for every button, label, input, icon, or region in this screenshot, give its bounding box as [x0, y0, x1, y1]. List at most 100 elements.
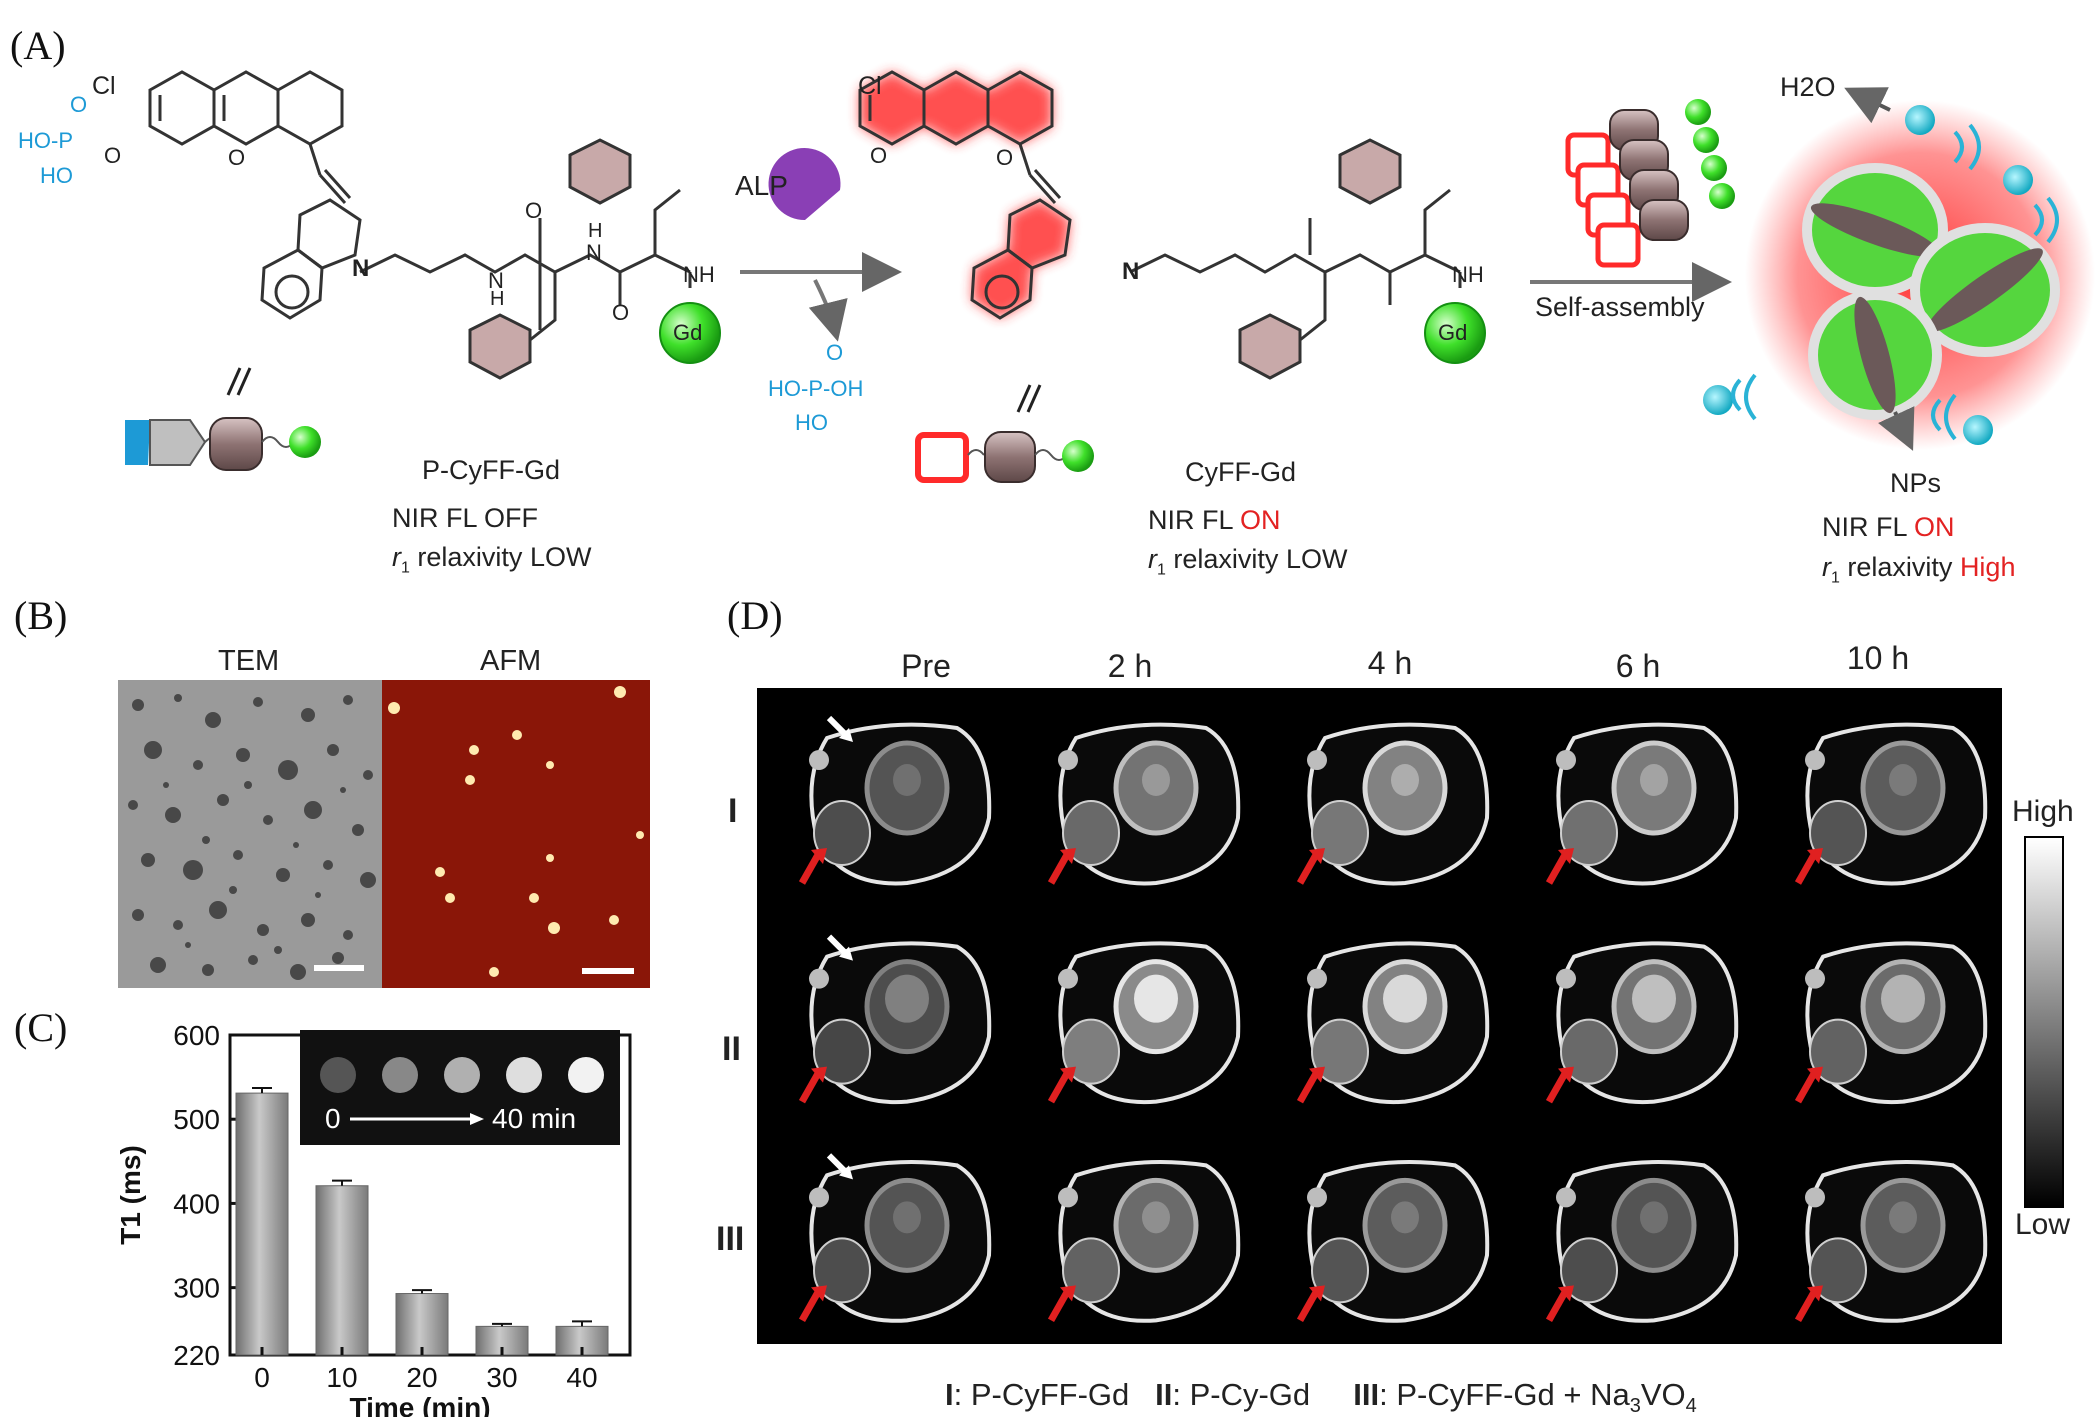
amide-h-2: H: [588, 220, 603, 242]
mri-slice-r3-c2: [1047, 1160, 1241, 1323]
compound3-name: NPs: [1890, 468, 1942, 498]
mri-slice-r2-c2: [1047, 941, 1241, 1105]
y-tick-label-4: 220: [173, 1340, 220, 1371]
gd-label-1: Gd: [673, 320, 703, 345]
bar-0: [235, 1092, 289, 1356]
y-axis-label: T1 (ms): [115, 1145, 146, 1245]
inset-tube-1: [382, 1057, 418, 1093]
y-tick-label-3: 300: [173, 1273, 220, 1304]
y-tick-label-1: 500: [173, 1104, 220, 1135]
cl-label-1: Cl: [92, 72, 116, 100]
gd-label-2: Gd: [1438, 320, 1468, 345]
mri-slice-r3-c5: [1794, 1160, 1988, 1323]
compound3-r1: r1 relaxivity High: [1822, 552, 2016, 587]
xanthene-o-2: O: [996, 145, 1014, 170]
compound3-fl: NIR FL ON: [1822, 512, 1955, 542]
y-tick-label-0: 600: [173, 1020, 220, 1051]
phenyl-rings-2: [1238, 138, 1402, 380]
free-phosphate-ho-p-oh: HO-P-OH: [768, 376, 864, 401]
compound1-fl: NIR FL OFF: [392, 503, 539, 533]
compound1-name: P-CyFF-Gd: [422, 455, 560, 485]
y-tick-label-2: 400: [173, 1188, 220, 1219]
h2o-label: H2O: [1780, 72, 1836, 102]
afm-image: [382, 680, 650, 988]
mri-slice-r3-c4: [1545, 1160, 1739, 1323]
colorbar-low: Low: [2015, 1208, 2071, 1241]
mri-col-pre: Pre: [901, 648, 951, 684]
x-tick-label-20: 20: [406, 1362, 437, 1393]
phosphate-o-bridge: O: [104, 143, 122, 168]
phosphate-ho: HO: [40, 163, 73, 188]
molecule-cyff-gd-glow: [860, 72, 1070, 318]
x-tick-label-0: 0: [254, 1362, 270, 1393]
amide-h-1: H: [490, 288, 505, 310]
panel-label-d: (D): [727, 593, 783, 638]
panel-label-c: (C): [14, 1005, 68, 1050]
panel-a-scheme: [125, 70, 2095, 483]
afm-label: AFM: [480, 645, 542, 677]
bar-20: [395, 1293, 449, 1356]
n-plus-label-1: N: [352, 255, 370, 282]
self-assembly-label: Self-assembly: [1535, 292, 1705, 322]
mri-slice-r1-c4: [1545, 722, 1739, 886]
compound2-name: CyFF-Gd: [1185, 457, 1296, 487]
bar-10: [315, 1185, 369, 1356]
mri-slice-r1-c2: [1047, 722, 1241, 886]
mri-slice-r1-c5: [1794, 722, 1988, 886]
phosphate-o-top: O: [70, 92, 88, 117]
compound2-fl: NIR FL ON: [1148, 505, 1281, 535]
colorbar-high: High: [2012, 795, 2074, 828]
amide-n-2: N: [586, 240, 602, 265]
nh-label-1: NH: [683, 262, 715, 287]
cl-label-2: Cl: [858, 72, 882, 100]
phosphate-release-arrow: [808, 279, 848, 342]
xanthene-o-1: O: [228, 145, 246, 170]
nanoparticle-cluster: [1703, 87, 2095, 451]
mri-row-ii: II: [722, 1030, 741, 1068]
gd-sphere-1: [659, 302, 721, 364]
mri-col-4h: 4 h: [1367, 645, 1413, 681]
inset-tube-0: [320, 1057, 356, 1093]
mri-legend: I: P-CyFF-Gd II: P-Cy-Gd III: P-CyFF-Gd …: [945, 1377, 1697, 1418]
mri-slice-r3-c3: [1296, 1160, 1490, 1323]
cartoon-p-cyff-gd: [125, 367, 321, 471]
n-plus-label-2: N: [1122, 258, 1140, 285]
cartoon-cyff-gd: [915, 384, 1094, 483]
phenyl-rings-1: [468, 138, 632, 380]
inset-tube-4: [568, 1057, 604, 1093]
free-phosphate-o: O: [826, 340, 844, 365]
o-minus-label: O: [870, 143, 888, 168]
mri-col-2h: 2 h: [1107, 648, 1153, 684]
molecule-cyff-gd: [858, 70, 1462, 342]
inset-end-label: 40 min: [492, 1103, 576, 1134]
inset-arrow-head: [470, 1113, 484, 1125]
mri-grid-svg: [798, 715, 1988, 1323]
mri-row-iii: III: [716, 1220, 745, 1258]
molecule-p-cyff-gd: [148, 70, 692, 342]
inset-tube-2: [444, 1057, 480, 1093]
gd-sphere-2: [1424, 302, 1486, 364]
inset-tube-3: [506, 1057, 542, 1093]
panel-label-a: (A): [10, 23, 66, 68]
x-axis-label: Time (min): [349, 1392, 490, 1417]
amide-n-1: N: [488, 268, 504, 293]
phosphate-ho-p: HO-P: [18, 128, 73, 153]
nh-label-2: NH: [1452, 262, 1484, 287]
alp-enzyme-icon: [768, 148, 841, 221]
mri-row-i: I: [728, 792, 738, 830]
panel-label-b: (B): [14, 593, 68, 638]
mri-grid: [757, 688, 2002, 1344]
stacked-assembly-cartoon: [1565, 99, 1735, 268]
amide-o-2: O: [612, 300, 630, 325]
tem-image: [118, 680, 382, 988]
mri-slice-r1-c3: [1296, 722, 1490, 886]
mri-col-10h: 10 h: [1846, 640, 1910, 676]
mri-slice-r2-c1: [798, 934, 992, 1105]
mri-slice-r3-c1: [798, 1153, 992, 1323]
mri-slice-r2-c4: [1545, 941, 1739, 1105]
inset-start-label: 0: [325, 1103, 341, 1134]
colorbar: [2024, 836, 2064, 1208]
mri-slice-r2-c5: [1794, 941, 1988, 1105]
compound1-r1: r1 relaxivity LOW: [392, 542, 592, 577]
